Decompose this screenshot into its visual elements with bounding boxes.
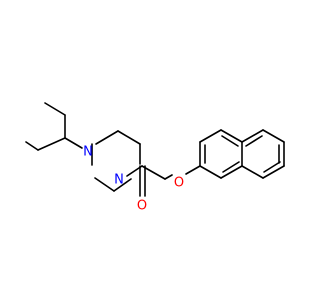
bond-ethyl-top-terminal [44,102,66,116]
bond-naph-inner-3 [221,135,239,147]
atom-n-right: N [114,173,124,188]
atom-n-left: N [83,145,93,160]
bond-naph-inner-5 [245,135,263,147]
bond-naph-7 [241,165,264,179]
bond-ch2-o [164,174,173,180]
bond-naph-2 [220,165,243,179]
bond-ring-5 [94,177,115,192]
bond-o-naphthyl [185,165,201,175]
bond-ring-2 [117,130,141,145]
bond-ch-to-n [64,137,83,149]
atom-o-ether: O [174,176,184,191]
bond-naph-inner-6 [263,161,281,173]
bond-ring-1 [95,130,119,145]
bond-naph-5 [199,129,222,143]
atom-o-carbonyl: O [137,199,147,214]
bond-naph-11 [241,129,264,143]
bond-naph-10 [262,129,285,143]
bond-ethyl-bottom-inner [37,137,66,151]
structure-canvas: N N O O [25,102,285,214]
bond-naph-inner-2 [222,161,240,173]
molecule-structure: N N O O [25,102,285,214]
bond-carbonyl-ch2 [141,165,166,180]
bond-lines [25,102,285,197]
atom-labels: N N O O [83,145,184,214]
bond-naph-8 [262,165,285,179]
bond-ethyl-bottom-terminal [25,141,39,151]
bond-ring-4 [113,178,132,192]
bond-naph-1 [199,165,222,179]
bond-naph-4 [220,129,243,143]
